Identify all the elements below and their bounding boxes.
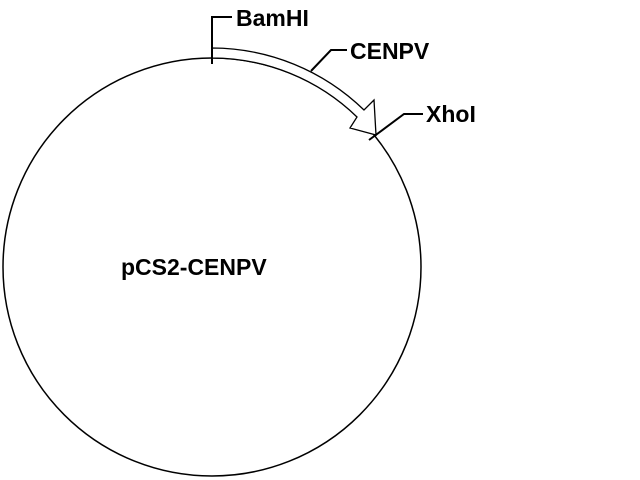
xhoi-label: XhoI — [426, 101, 476, 127]
plasmid-name: pCS2-CENPV — [121, 254, 267, 280]
bamhi-label: BamHI — [236, 5, 309, 31]
cenpv-label: CENPV — [350, 38, 430, 64]
insert-arrow — [211, 47, 377, 136]
cenpv-leader — [310, 49, 347, 72]
bamhi-leader — [211, 16, 232, 64]
xhoi-leader — [368, 113, 423, 141]
